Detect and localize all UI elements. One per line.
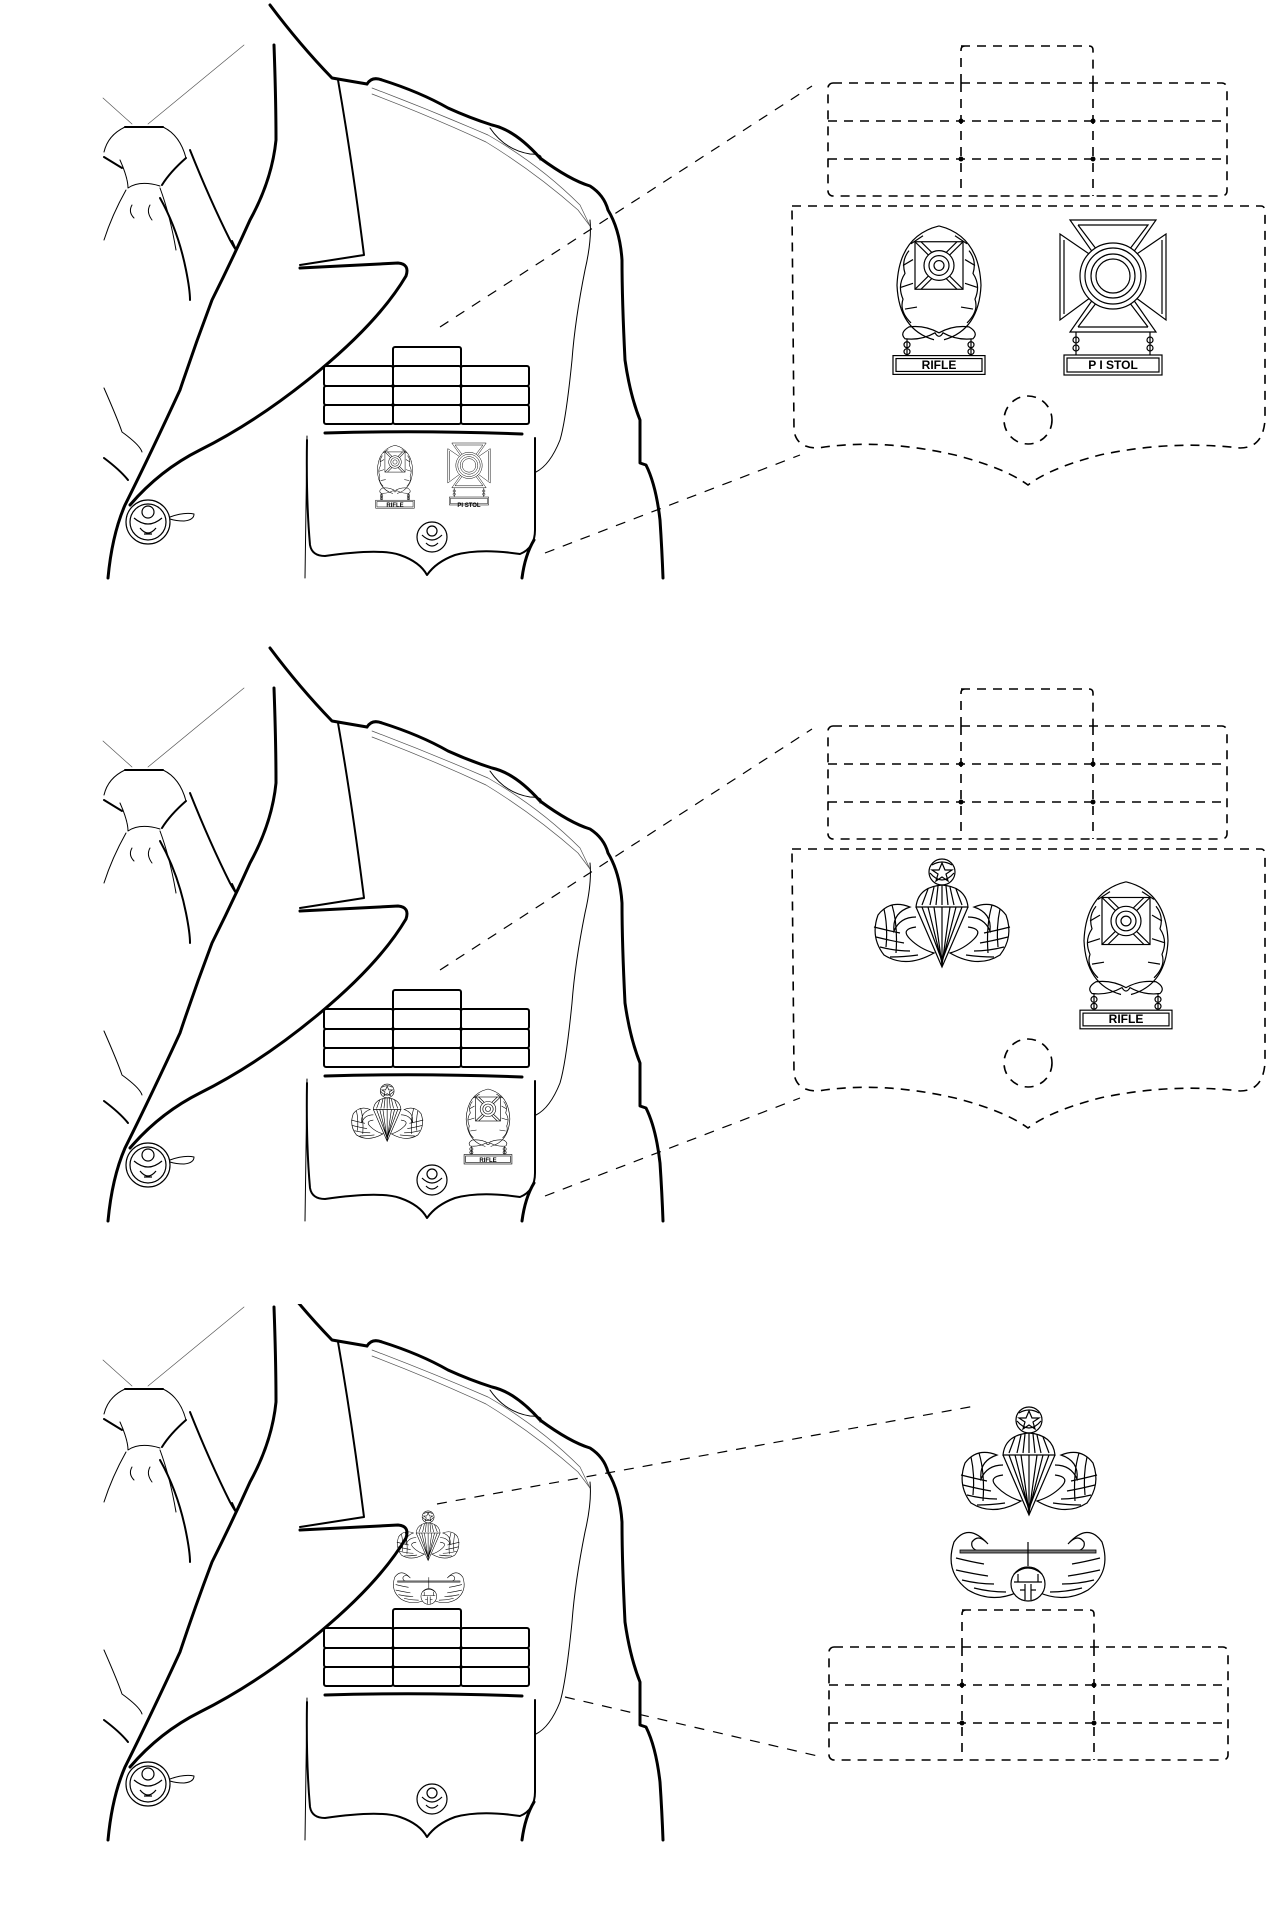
detail-expert-rifle-badge	[892, 225, 986, 375]
detail-pocket	[791, 848, 1266, 1129]
upper-leader-line	[439, 85, 813, 328]
jacket-air-assault-badge	[393, 1572, 465, 1605]
jacket-outline	[101, 3, 665, 580]
detail-air-assault-badge	[950, 1531, 1106, 1602]
jacket-outline	[101, 1304, 665, 1842]
jacket-parachutist-badge	[350, 1083, 424, 1142]
lower-leader-line	[564, 1696, 823, 1758]
jacket-rifle-badge	[463, 1088, 513, 1165]
panel-3	[101, 1304, 1229, 1842]
detail-ribbon-grid	[828, 1609, 1229, 1761]
jacket-rifle-bar-label: RIFLE	[386, 503, 403, 509]
detail-sharpshooter-pistol-badge	[1059, 219, 1167, 376]
jacket-outline	[101, 646, 665, 1223]
detail-master-parachutist-badge	[960, 1406, 1098, 1516]
detail-rifle-bar-label: RIFLE	[922, 358, 957, 372]
upper-leader-line	[439, 728, 813, 971]
jacket-pistol-badge	[447, 442, 491, 506]
panel-2: RIFLE RIFLE	[101, 646, 1266, 1223]
jacket-rifle-badge	[375, 444, 415, 509]
detail-expert-rifle-badge	[1079, 881, 1173, 1030]
jacket-rifle-bar-label: RIFLE	[479, 1158, 496, 1164]
panel-1: RIFLE PI STOL RIFLE P I STOL	[101, 3, 1266, 580]
lower-leader-line	[544, 1097, 801, 1197]
jacket-pistol-bar-label: PI STOL	[457, 503, 481, 509]
detail-pistol-bar-label: P I STOL	[1088, 358, 1138, 372]
upper-leader-line	[436, 1405, 976, 1505]
jacket-parachutist-badge	[396, 1510, 460, 1561]
detail-rifle-bar-label: RIFLE	[1109, 1012, 1144, 1026]
detail-master-parachutist-badge	[873, 858, 1011, 968]
lower-leader-line	[544, 454, 801, 554]
detail-ribbon-grid	[827, 688, 1228, 840]
detail-pocket	[791, 205, 1266, 486]
detail-ribbon-grid	[827, 45, 1228, 197]
